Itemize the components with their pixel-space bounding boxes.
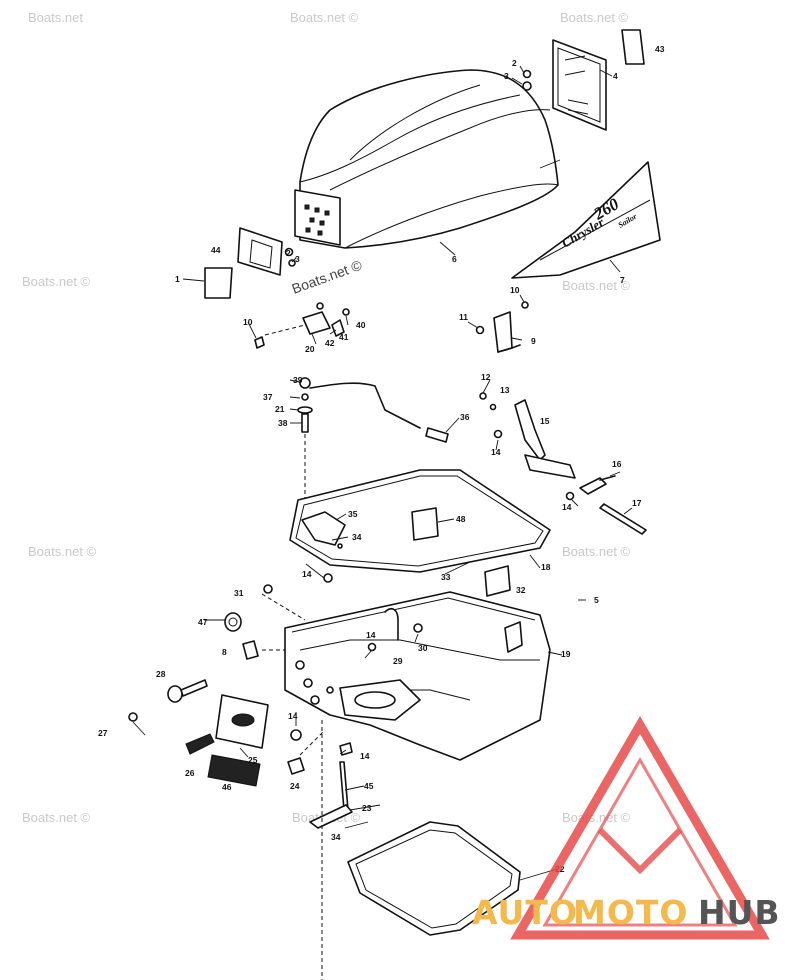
callout-2: 2 (286, 248, 291, 258)
callout-6: 6 (452, 254, 457, 264)
callout-44: 44 (211, 245, 221, 255)
callout-46: 46 (222, 782, 232, 792)
watermark: Boats.net © (22, 274, 91, 289)
callout-31: 31 (234, 588, 244, 598)
callout-47: 47 (198, 617, 208, 627)
callout-33: 33 (441, 572, 451, 582)
callout-27: 27 (98, 728, 108, 738)
callout-1: 1 (175, 274, 180, 284)
callout-20: 20 (305, 344, 315, 354)
callout-18: 18 (541, 562, 551, 572)
callout-39: 39 (293, 375, 303, 385)
callout-21: 21 (275, 404, 285, 414)
callout-28: 28 (156, 669, 166, 679)
callout-34: 34 (352, 532, 362, 542)
callout-48: 48 (456, 514, 466, 524)
watermark: Boats.net (28, 10, 83, 25)
callout-14: 14 (491, 447, 501, 457)
callout-3: 3 (504, 71, 509, 81)
callout-26: 26 (185, 768, 195, 778)
callout-11: 11 (459, 312, 468, 322)
callout-labels: 1 2 3 4 5 6 7 8 9 10 11 12 13 39 37 21 3… (98, 44, 665, 874)
callout-45: 45 (364, 781, 374, 791)
logo-moto: MOTO (573, 893, 688, 932)
callout-30: 30 (418, 643, 428, 653)
watermark: Boats.net © (290, 10, 359, 25)
callout-42: 42 (325, 338, 335, 348)
logo-auto: AUTO (472, 893, 578, 932)
callout-14: 14 (360, 751, 370, 761)
callout-23: 23 (362, 803, 372, 813)
callout-2: 2 (512, 58, 517, 68)
callout-15: 15 (540, 416, 550, 426)
callout-37: 37 (263, 392, 273, 402)
watermark: Boats.net © (562, 544, 631, 559)
callout-43: 43 (655, 44, 665, 54)
side-decal: Chrysler 260 Sailor (511, 161, 661, 279)
callout-14: 14 (302, 569, 312, 579)
callout-25: 25 (248, 755, 258, 765)
callout-17: 17 (632, 498, 642, 508)
watermark: Boats.net © (560, 10, 629, 25)
watermark: Boats.net © (562, 810, 631, 825)
callout-10: 10 (243, 317, 253, 327)
callout-4: 4 (613, 71, 618, 81)
lower-gasket (347, 821, 521, 936)
callout-8: 8 (222, 647, 227, 657)
callout-24: 24 (290, 781, 300, 791)
callout-14: 14 (288, 711, 298, 721)
callout-16: 16 (612, 459, 622, 469)
callout-19: 19 (561, 649, 571, 659)
watermark-dark: Boats.net © (290, 256, 365, 296)
throttle-linkage (479, 392, 647, 535)
plates-left (204, 227, 283, 299)
callout-10: 10 (510, 285, 520, 295)
bracket-plate (552, 39, 607, 131)
bottom-cover (284, 565, 551, 761)
callout-38: 38 (278, 418, 288, 428)
hardware-upper (254, 69, 532, 353)
callout-35: 35 (348, 509, 358, 519)
callout-14: 14 (366, 630, 376, 640)
callout-32: 32 (516, 585, 526, 595)
callout-36: 36 (460, 412, 470, 422)
seal-gasket (289, 469, 551, 573)
watermark: Boats.net © (22, 810, 91, 825)
callout-3: 3 (295, 254, 300, 264)
automotohub-logo: AUTO MOTO HUB (472, 716, 781, 940)
logo-hub: HUB (698, 893, 781, 932)
callout-13: 13 (500, 385, 510, 395)
callout-12: 12 (481, 372, 491, 382)
top-cover (294, 69, 559, 249)
callout-29: 29 (393, 656, 403, 666)
watermark: Boats.net © (562, 278, 631, 293)
callout-9: 9 (531, 336, 536, 346)
control-linkage (297, 377, 449, 540)
callout-5: 5 (594, 595, 599, 605)
watermark: Boats.net © (28, 544, 97, 559)
callout-41: 41 (339, 332, 349, 342)
callout-7: 7 (620, 275, 625, 285)
label-plate (621, 29, 645, 65)
callout-40: 40 (356, 320, 366, 330)
callout-14: 14 (562, 502, 572, 512)
callout-34: 34 (331, 832, 341, 842)
